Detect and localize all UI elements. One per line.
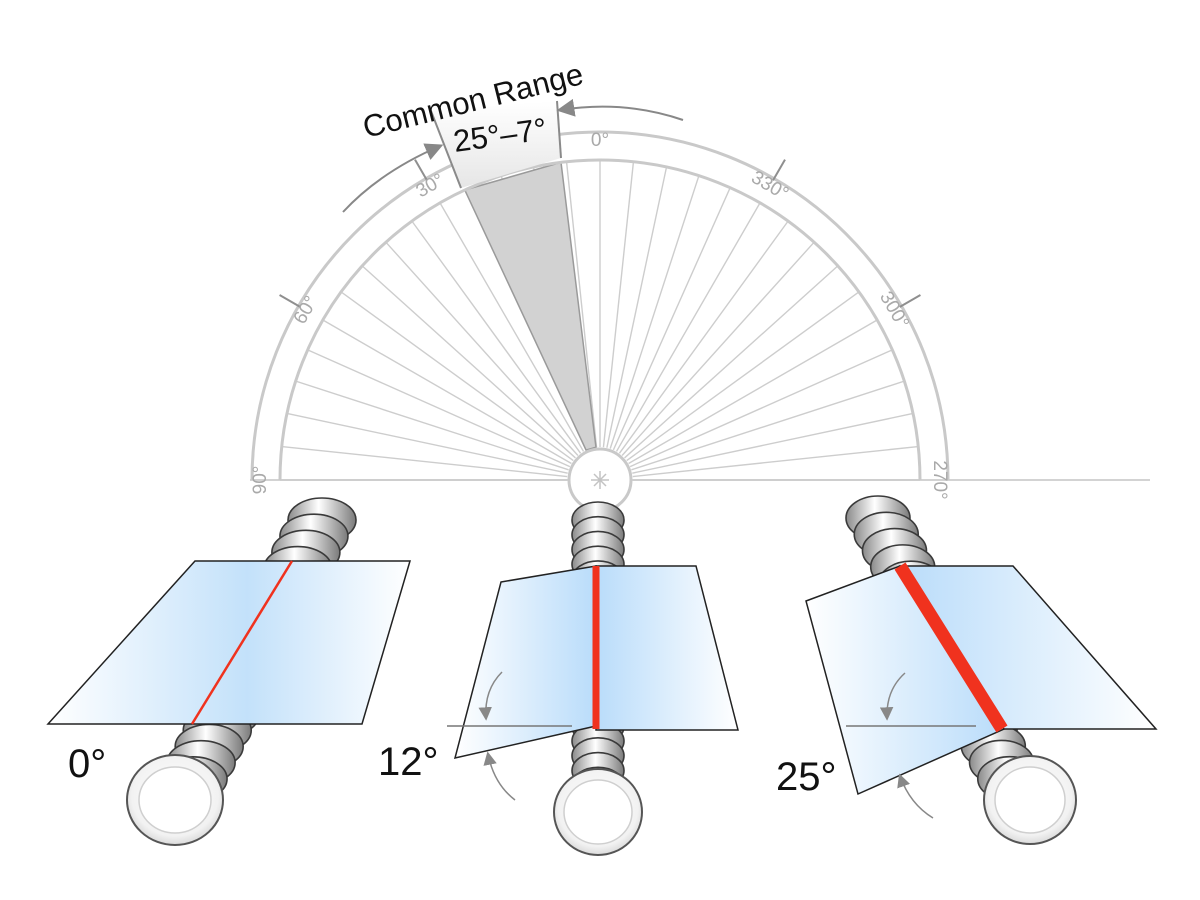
dial-spoke [439, 202, 585, 452]
common-range-right-arrow [556, 98, 684, 121]
blade-middle-left [453, 565, 597, 760]
angle-arrow-up-middle [483, 751, 516, 801]
common-range-wedge [463, 161, 597, 451]
angle-arrow-up-right [897, 773, 934, 819]
dial-major-tick [414, 159, 428, 181]
dial-spoke [361, 265, 576, 459]
dial-major-ticks [279, 159, 921, 308]
dial-spoke [629, 349, 893, 468]
example-25-degree: 25° [776, 495, 1158, 845]
dial-spoke [632, 412, 914, 474]
dial-spoke [618, 220, 789, 454]
dial-major-tick [899, 294, 921, 308]
dial-spoke [385, 241, 579, 456]
dial-spoke [606, 166, 668, 448]
dial-spoke [295, 380, 569, 471]
dial-label: 0° [591, 130, 609, 151]
dial-spoke [631, 380, 905, 471]
angle-arrow-down-right [879, 672, 906, 721]
example-12-degree: 12° [378, 501, 739, 856]
dial-spoke [281, 445, 568, 478]
example-0-degree: 0° [46, 497, 412, 846]
dial-spoke [612, 187, 731, 451]
common-range-left-bracket [430, 110, 462, 189]
dial-spokes [280, 160, 920, 481]
dial-spoke [602, 161, 635, 448]
blade-middle-right [595, 565, 739, 731]
dial-outer-arc [250, 130, 950, 481]
dial-label: 90° [250, 466, 271, 495]
dial-label: 30° [413, 170, 448, 203]
dial-spoke [615, 202, 761, 452]
example-label-0: 0° [68, 742, 106, 786]
dial-spoke [628, 319, 878, 465]
common-range-left-arrow [342, 143, 444, 213]
dial-spoke [411, 220, 582, 454]
cut-line-right [894, 562, 1008, 733]
dial-spoke [632, 445, 919, 478]
dial-major-tick [279, 294, 301, 308]
dial-spoke [565, 161, 598, 448]
dial-spoke [621, 241, 815, 456]
blade-left [46, 560, 412, 725]
common-range-band [431, 101, 561, 188]
dial-major-tick [772, 159, 786, 181]
dial-spoke [624, 265, 839, 459]
dial-label: 270° [929, 460, 950, 499]
cut-line-left [190, 560, 294, 725]
angle-arrow-down-middle [478, 671, 503, 721]
dial-spoke [626, 291, 860, 462]
example-label-25: 25° [776, 755, 837, 799]
dial-spoke [307, 349, 571, 468]
dial-spoke [340, 291, 574, 462]
angle-dial: 0°30°60°90°270°300°330° [250, 130, 1150, 513]
dial-spoke [286, 412, 568, 474]
example-label-12: 12° [378, 740, 439, 784]
dial-spoke [322, 319, 572, 465]
dial-inner-arc [278, 158, 922, 481]
dial-spoke [609, 175, 700, 449]
dial-center-star-icon [591, 471, 609, 489]
dial-label: 60° [290, 293, 323, 328]
